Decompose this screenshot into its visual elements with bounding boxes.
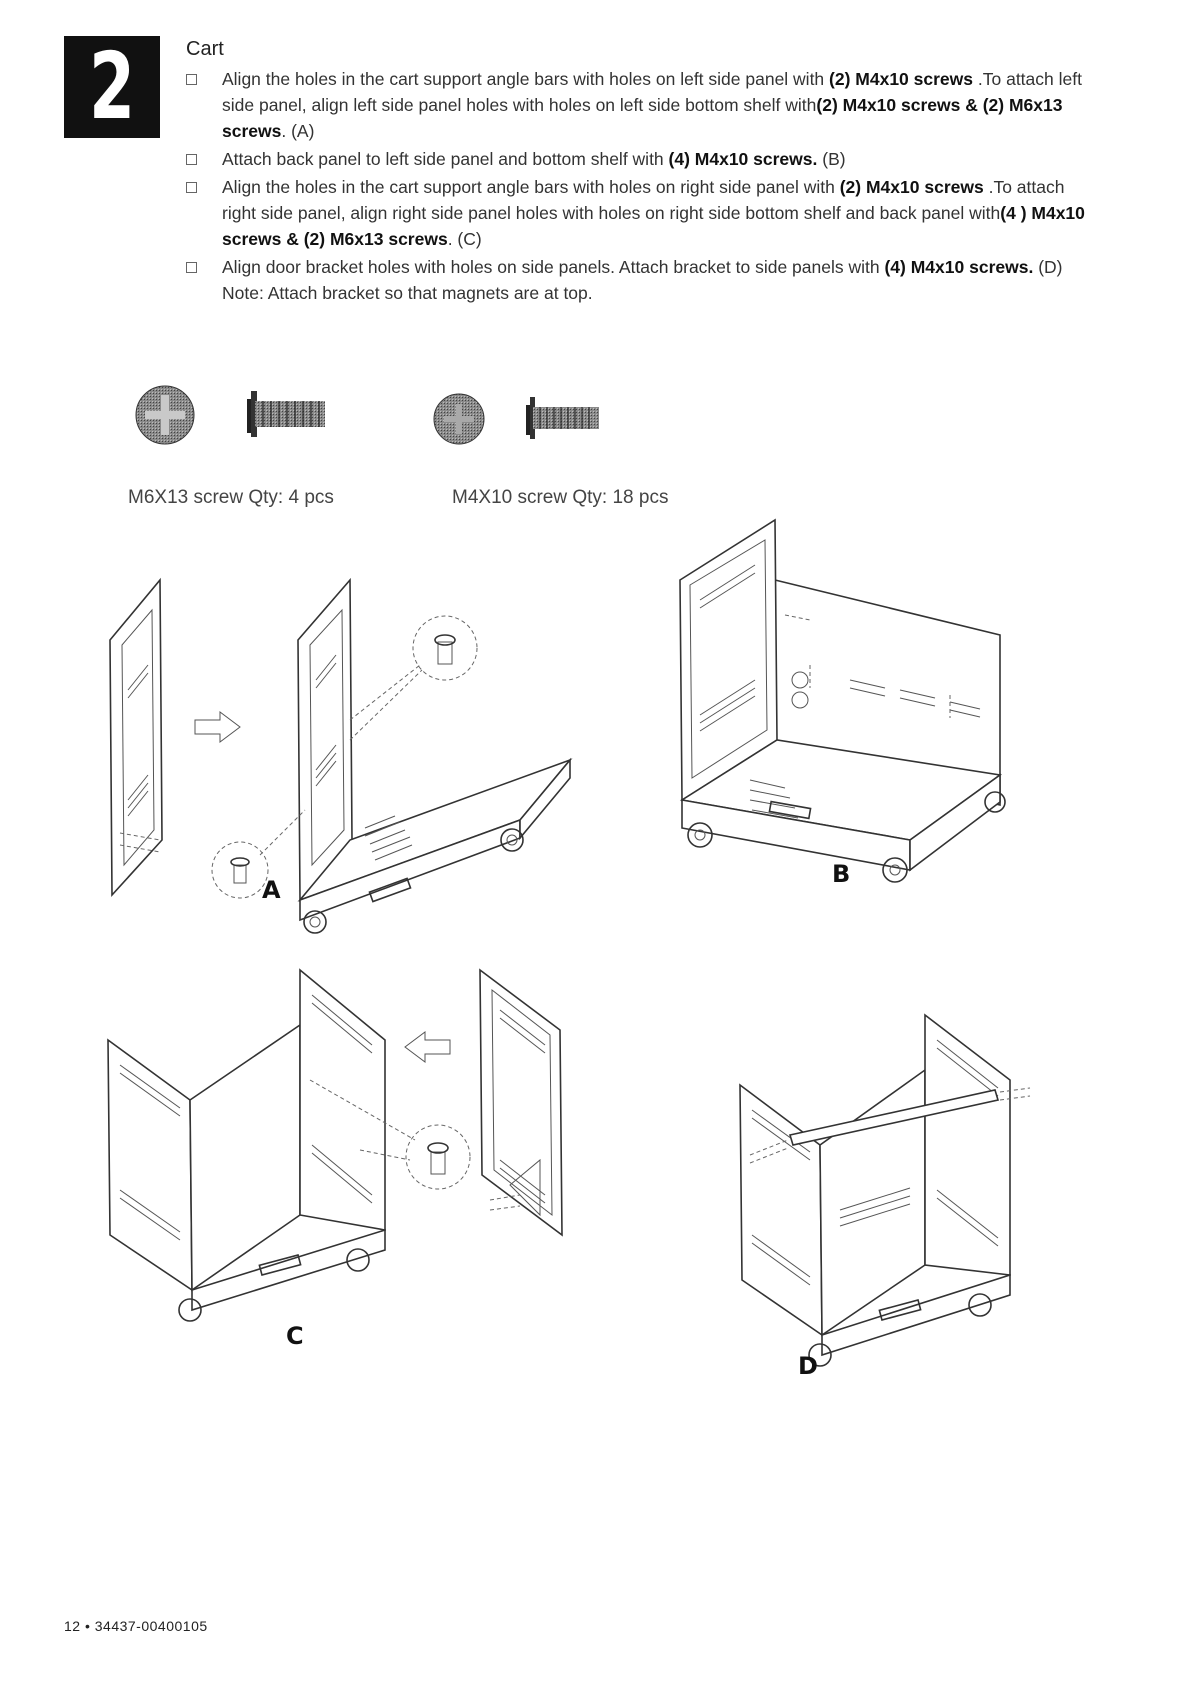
instruction-text: (B) [817, 149, 846, 169]
instruction-text: .To attach right side panel, align right… [222, 177, 1065, 223]
section-title: Cart [186, 38, 224, 60]
page-footer: 12 • 34437-00400105 [64, 1618, 208, 1634]
step-number: 2 [88, 33, 136, 140]
instruction-list: Align the holes in the cart support angl… [186, 66, 1086, 308]
instruction-text: . (A) [281, 121, 315, 141]
m4x10-screw-label: M4X10 screw Qty: 18 pcs [452, 487, 669, 508]
figure-d-label: D [798, 1352, 818, 1380]
instruction-hardware-text: (2) M4x10 screws & (2) M6x13 screws [222, 95, 1063, 141]
figure-a-label: A [262, 876, 281, 904]
figure-b-diagram [679, 518, 1006, 883]
m6x13-screw-icon [135, 385, 325, 445]
step-number-badge: 2 [64, 36, 160, 138]
instruction-item: Align the holes in the cart support angl… [186, 174, 1086, 252]
figure-c-label: C [286, 1322, 304, 1350]
instruction-text: . (C) [447, 229, 482, 249]
checkbox-icon [186, 262, 197, 273]
instruction-text: Align the holes in the cart support angl… [222, 69, 830, 89]
instruction-item: Align door bracket holes with holes on s… [186, 254, 1086, 306]
instruction-hardware-text: (4) M4x10 screws. [668, 149, 818, 169]
checkbox-icon [186, 182, 197, 193]
instruction-text: Align door bracket holes with holes on s… [222, 257, 885, 277]
instruction-hardware-text: (2) M4x10 screws [839, 177, 984, 197]
figure-c-diagram [107, 968, 563, 1322]
instruction-item: Align the holes in the cart support angl… [186, 66, 1086, 144]
checkbox-icon [186, 154, 197, 165]
m6x13-screw-label: M6X13 screw Qty: 4 pcs [128, 487, 334, 508]
instruction-text: (D) Note: Attach bracket so that magnets… [222, 257, 1063, 303]
instruction-hardware-text: (4 ) M4x10 screws & (2) M6x13 screws [222, 203, 1085, 249]
instruction-text: Align the holes in the cart support angl… [222, 177, 840, 197]
figure-b-label: B [832, 860, 851, 888]
instruction-text: Attach back panel to left side panel and… [222, 149, 669, 169]
instruction-item: Attach back panel to left side panel and… [186, 146, 1086, 172]
m4x10-screw-icon [433, 393, 599, 445]
figure-d-diagram [739, 1013, 1031, 1367]
figure-a-diagram [109, 577, 573, 934]
instruction-hardware-text: (2) M4x10 screws [829, 69, 974, 89]
instruction-text: .To attach left side panel, align left s… [222, 69, 1082, 115]
instruction-hardware-text: (4) M4x10 screws. [884, 257, 1034, 277]
checkbox-icon [186, 74, 197, 85]
